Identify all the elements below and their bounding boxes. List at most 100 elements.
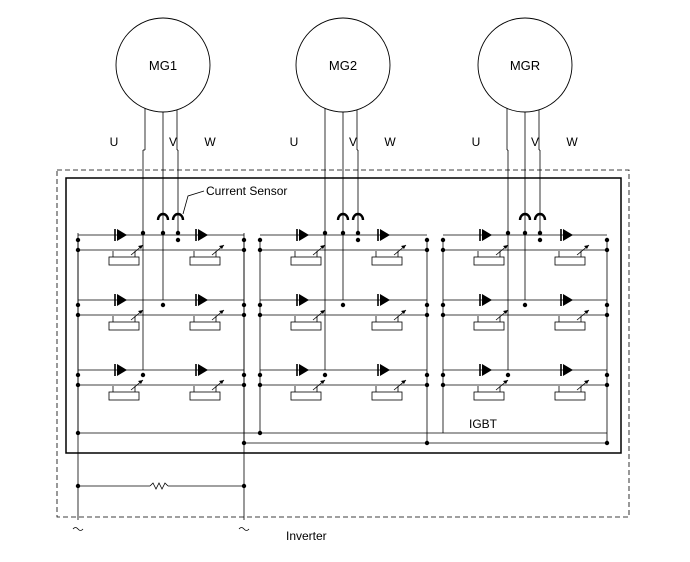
current-sensors <box>156 212 547 221</box>
junction-dot <box>322 230 328 236</box>
junction-dot <box>537 237 543 243</box>
junction-dot <box>604 302 610 308</box>
junction-dot <box>604 382 610 388</box>
junction-dot <box>522 230 528 236</box>
igbt-cell <box>473 294 509 331</box>
phase-label: V <box>349 135 357 149</box>
igbt-body-icon <box>189 391 221 401</box>
junction-dot <box>175 237 181 243</box>
igbt-cell <box>554 364 590 401</box>
diode-icon <box>299 229 309 241</box>
igbt-body-icon <box>290 391 322 401</box>
inverter-board <box>65 177 622 454</box>
junction-dot <box>440 247 446 253</box>
junction-dot <box>604 440 610 446</box>
junction-dot <box>440 312 446 318</box>
igbt-cell <box>290 294 326 331</box>
current-sensor <box>518 212 532 221</box>
junction-dot <box>505 230 511 236</box>
phase-label: U <box>290 135 299 149</box>
junction-dot <box>241 312 247 318</box>
junction-dot <box>75 302 81 308</box>
junction-dot <box>424 382 430 388</box>
junction-dot <box>241 440 247 446</box>
igbt-body-icon <box>554 321 586 331</box>
junction-dot <box>75 247 81 253</box>
motor-name: MG2 <box>329 58 357 73</box>
diode-icon <box>198 364 208 376</box>
junction-dot <box>140 230 146 236</box>
junction-dot <box>440 372 446 378</box>
igbt-body-icon <box>108 391 140 401</box>
arrow-icon <box>401 310 406 314</box>
arrow-icon <box>320 245 325 249</box>
junctions <box>75 230 610 446</box>
igbt-cell <box>108 364 144 401</box>
junction-dot <box>355 230 361 236</box>
igbt-body-icon <box>108 321 140 331</box>
arrow-icon <box>584 245 589 249</box>
junction-dot <box>355 237 361 243</box>
junction-dot <box>75 237 81 243</box>
igbt-cell <box>290 364 326 401</box>
junction-dot <box>340 302 346 308</box>
junction-dot <box>440 302 446 308</box>
arrow-icon <box>219 245 224 249</box>
diode-icon <box>117 294 127 306</box>
diode-icon <box>380 364 390 376</box>
igbt-cell <box>189 364 225 401</box>
junction-dot <box>537 230 543 236</box>
junction-dot <box>257 430 263 436</box>
current-sensor <box>171 212 185 221</box>
igbt-cell <box>108 229 144 266</box>
phase-label: W <box>566 135 578 149</box>
current-sensor <box>336 212 350 221</box>
igbt-body-icon <box>554 391 586 401</box>
arrow-icon <box>138 380 143 384</box>
igbt-body-icon <box>371 391 403 401</box>
igbt-body-icon <box>189 321 221 331</box>
diode-icon <box>482 229 492 241</box>
motor-circle <box>115 17 211 113</box>
igbt-body-icon <box>371 256 403 266</box>
arrow-icon <box>138 310 143 314</box>
phase-label: W <box>204 135 216 149</box>
igbt-body-icon <box>473 391 505 401</box>
junction-dot <box>257 382 263 388</box>
arrow-icon <box>320 380 325 384</box>
diode-icon <box>482 294 492 306</box>
inverter-housing <box>56 169 630 518</box>
junction-dot <box>140 372 146 378</box>
arrow-icon <box>401 245 406 249</box>
diode-icon <box>380 229 390 241</box>
phase-label: W <box>384 135 396 149</box>
junction-dot <box>160 230 166 236</box>
igbt-cell <box>189 229 225 266</box>
arrow-icon <box>320 310 325 314</box>
junction-dot <box>241 382 247 388</box>
igbt-cell <box>554 229 590 266</box>
motor-circle <box>477 17 573 113</box>
junction-dot <box>604 237 610 243</box>
phase-label: V <box>169 135 177 149</box>
diode-icon <box>117 229 127 241</box>
junction-dot <box>241 372 247 378</box>
motor-name: MGR <box>510 58 540 73</box>
diode-icon <box>563 364 573 376</box>
junction-dot <box>257 312 263 318</box>
arrow-icon <box>503 310 508 314</box>
igbt-cell <box>290 229 326 266</box>
junction-dot <box>257 302 263 308</box>
junction-dot <box>440 237 446 243</box>
motor-circle <box>295 17 391 113</box>
junction-dot <box>75 382 81 388</box>
junction-dot <box>424 440 430 446</box>
current-sensor-leader <box>182 190 205 215</box>
junction-dot <box>75 372 81 378</box>
junction-dot <box>257 372 263 378</box>
igbt-cells <box>108 229 590 401</box>
motor-name: MG1 <box>149 58 177 73</box>
igbt-body-icon <box>473 321 505 331</box>
arrow-icon <box>584 310 589 314</box>
